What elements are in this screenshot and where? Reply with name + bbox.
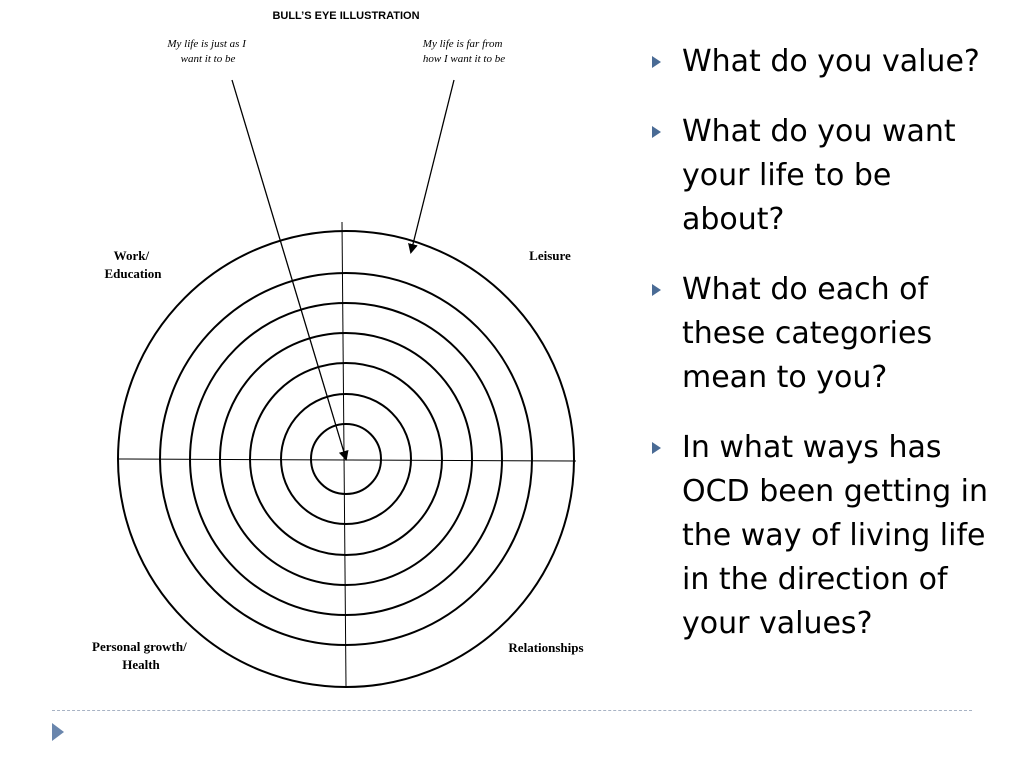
triangle-right-icon — [652, 442, 661, 454]
triangle-right-icon — [52, 723, 64, 741]
horizontal-divider — [117, 458, 577, 462]
annotation-far-line: My life is far from — [422, 38, 503, 50]
triangle-right-icon — [652, 126, 661, 138]
triangle-right-icon — [652, 56, 661, 68]
arrow-close — [231, 79, 349, 461]
annotation-close-line: My life is just as I — [166, 38, 247, 50]
question-text: What do each of these categories mean to… — [682, 272, 933, 395]
question-item: In what ways has OCD been getting in the… — [652, 426, 1002, 646]
diagram-title: BULL’S EYE ILLUSTRATION — [272, 10, 419, 22]
question-item: What do you want your life to be about? — [652, 110, 1002, 242]
question-item: What do you value? — [652, 40, 1002, 84]
target-ring — [280, 393, 412, 525]
category-leisure: Leisure — [529, 248, 571, 263]
annotation-close: My life is just as I want it to be — [166, 38, 248, 65]
category-label-line: Health — [122, 657, 160, 672]
question-text: What do you value? — [682, 44, 980, 79]
footer-divider — [52, 710, 972, 711]
question-item: What do each of these categories mean to… — [652, 268, 1002, 400]
annotation-far-line: how I want it to be — [423, 53, 505, 65]
category-label-line: Personal growth/ — [92, 639, 187, 654]
category-relationships: Relationships — [508, 640, 583, 655]
bulls-eye-diagram: BULL’S EYE ILLUSTRATION My life is just … — [92, 10, 584, 688]
target-ring — [310, 423, 382, 495]
target-ring — [249, 362, 443, 556]
question-text: In what ways has OCD been getting in the… — [682, 430, 989, 641]
category-label-line: Work/ — [114, 248, 150, 263]
annotation-far: My life is far from how I want it to be — [422, 38, 505, 65]
category-label-line: Education — [104, 266, 162, 281]
question-text: What do you want your life to be about? — [682, 114, 956, 237]
category-personal-growth-health: Personal growth/ Health — [92, 639, 190, 672]
annotation-close-line: want it to be — [181, 53, 236, 65]
triangle-right-icon — [652, 284, 661, 296]
arrow-far — [408, 79, 455, 254]
category-work-education: Work/ Education — [104, 248, 162, 281]
question-list: What do you value? What do you want your… — [652, 40, 1002, 672]
